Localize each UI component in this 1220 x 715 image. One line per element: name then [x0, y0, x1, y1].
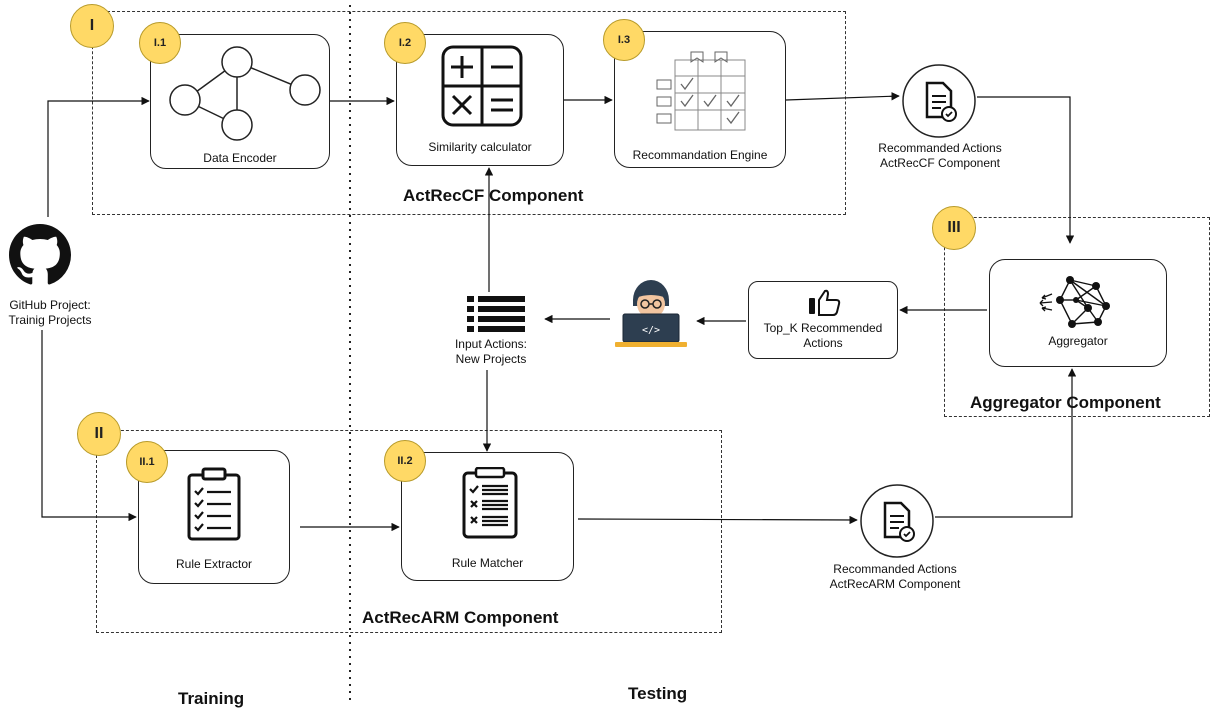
- svg-text:</>: </>: [642, 325, 660, 336]
- input-actions-line2: New Projects: [455, 352, 527, 366]
- developer-icon: </>: [615, 280, 687, 347]
- group-badge-iii: III: [932, 206, 976, 250]
- rule-extractor-badge: II.1: [126, 441, 168, 483]
- github-caption-line1: GitHub Project:: [9, 298, 91, 312]
- testing-label: Testing: [628, 684, 688, 703]
- recommended-actions-arm-line1: Recommanded Actions: [833, 562, 957, 576]
- rule-extractor-label: Rule Extractor: [175, 557, 253, 571]
- similarity-calculator-label: Similarity calculator: [428, 140, 532, 154]
- thumbs-up-icon: [809, 289, 841, 316]
- similarity-calculator-node[interactable]: Similarity calculator: [396, 34, 564, 166]
- recommended-actions-cf-line1: Recommanded Actions: [878, 141, 1002, 155]
- clipboard-checklist-icon: [187, 467, 241, 541]
- topk-label-line2: Actions: [803, 336, 843, 350]
- data-encoder-badge: I.1: [139, 22, 181, 64]
- similarity-calculator-badge: I.2: [384, 22, 426, 64]
- aggregator-node[interactable]: Aggregator: [989, 259, 1167, 367]
- recommendation-engine-node[interactable]: Recommandation Engine: [614, 31, 786, 168]
- topk-label-line1: Top_K Recommended: [763, 321, 883, 335]
- graph-icon: [169, 46, 321, 141]
- list-icon: [467, 296, 525, 332]
- github-caption: GitHub Project: Trainig Projects: [0, 298, 100, 328]
- recommendation-engine-label: Recommandation Engine: [632, 148, 768, 162]
- data-encoder-node[interactable]: Data Encoder: [150, 34, 330, 169]
- calculator-icon: [441, 45, 523, 127]
- aggregator-label: Aggregator: [1048, 334, 1108, 348]
- actrecarm-group: [96, 430, 722, 633]
- actreccf-title: ActRecCF Component: [403, 186, 584, 205]
- aggregator-title: Aggregator Component: [970, 393, 1161, 412]
- data-encoder-label: Data Encoder: [203, 151, 277, 165]
- document-check-icon-cf: [902, 64, 976, 138]
- group-badge-i: I: [70, 4, 114, 48]
- rule-matcher-label: Rule Matcher: [451, 556, 524, 570]
- topk-recommended-node[interactable]: Top_K Recommended Actions: [748, 281, 898, 359]
- github-caption-line2: Trainig Projects: [8, 313, 92, 327]
- input-actions-line1: Input Actions:: [454, 337, 528, 351]
- network-aggregate-icon: [1039, 276, 1110, 328]
- matrix-checklist-icon: [656, 51, 746, 131]
- topk-label: Top_K Recommended Actions: [749, 321, 897, 351]
- recommendation-engine-badge: I.3: [603, 19, 645, 61]
- github-icon: [9, 224, 71, 285]
- recommended-actions-cf-caption: Recommanded Actions ActRecCF Component: [860, 141, 1020, 171]
- actrecarm-title: ActRecARM Component: [362, 608, 559, 627]
- group-badge-ii: II: [77, 412, 121, 456]
- input-actions-caption: Input Actions: New Projects: [436, 337, 546, 367]
- recommended-actions-arm-caption: Recommanded Actions ActRecARM Component: [815, 562, 975, 592]
- document-check-icon-arm: [860, 484, 934, 558]
- training-label: Training: [178, 689, 245, 708]
- aggregator-group: [944, 217, 1210, 417]
- recommended-actions-cf-line2: ActRecCF Component: [879, 156, 1001, 170]
- clipboard-match-icon: [462, 467, 518, 539]
- rule-matcher-node[interactable]: Rule Matcher: [401, 452, 574, 581]
- recommended-actions-arm-line2: ActRecARM Component: [829, 577, 961, 591]
- rule-matcher-badge: II.2: [384, 440, 426, 482]
